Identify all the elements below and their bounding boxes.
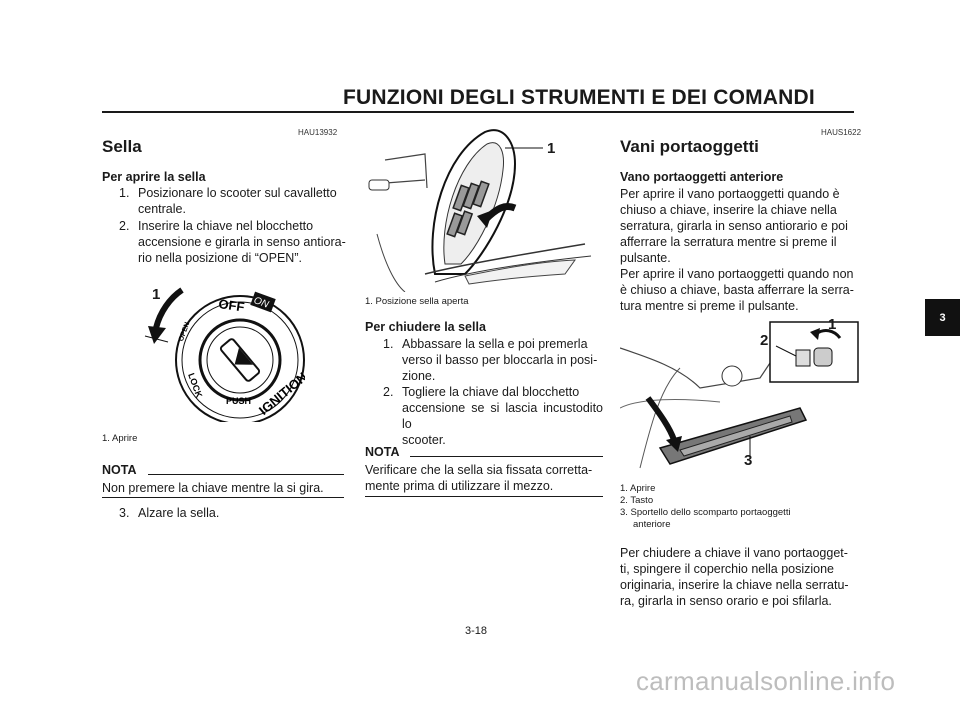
rotation-arrow xyxy=(153,287,184,329)
switch-label-off: OFF xyxy=(218,296,246,314)
caption-item: anteriore xyxy=(633,519,671,530)
header-rule xyxy=(102,111,854,113)
step-line: Inserire la chiave nel blocchetto xyxy=(138,219,314,233)
paragraph-line: Per aprire il vano portaoggetti quando è xyxy=(620,187,840,201)
paragraph-line: tura mentre si preme il pulsante. xyxy=(620,299,799,313)
step-line: accensione e girarla in senso antiora- xyxy=(138,235,346,249)
nota-line: Verificare che la sella sia fissata corr… xyxy=(365,463,593,477)
nota-rule xyxy=(410,456,603,457)
step-number: 1. xyxy=(383,337,394,351)
paragraph-line: è chiuso a chiave, basta afferrare la se… xyxy=(620,283,854,297)
nota-end-rule xyxy=(102,497,344,498)
page-header-title: FUNZIONI DEGLI STRUMENTI E DEI COMANDI xyxy=(343,86,815,109)
step-line: Alzare la sella. xyxy=(138,506,220,520)
step-line: scooter. xyxy=(402,433,446,447)
figure-caption-list: 1. Aprire 2. Tasto 3. Sportello dello sc… xyxy=(620,483,858,531)
figure-callout-3: 3 xyxy=(744,452,753,469)
callout-leader xyxy=(144,335,169,343)
open-seat-figure: 1 xyxy=(365,124,595,293)
step-number: 2. xyxy=(383,385,394,399)
subhead-front-compartment: Vano portaoggetti anteriore xyxy=(620,170,784,184)
compartment-figure: 1 2 3 xyxy=(619,316,860,478)
ignition-switch-figure: OFF ON IGNITION LOCK OPEN PUSH 1 xyxy=(140,272,310,425)
switch-label-on: ON xyxy=(252,295,271,311)
open-arrow-head xyxy=(666,436,682,452)
step-number: 2. xyxy=(119,219,130,233)
figure-callout-2: 2 xyxy=(760,332,769,349)
chapter-tab: 3 xyxy=(925,299,960,336)
step-line: rio nella posizione di “OPEN”. xyxy=(138,251,302,265)
lock-button xyxy=(795,349,811,367)
lock-cylinder xyxy=(813,347,833,367)
step-line: Posizionare lo scooter sul cavalletto xyxy=(138,186,337,200)
caption-item: 3. Sportello dello scomparto portaoggett… xyxy=(620,507,791,518)
section-title-vani: Vani portaoggetti xyxy=(620,137,759,156)
paragraph-line: serratura, girarla in senso antiorario e… xyxy=(620,219,848,233)
step-line: Abbassare la sella e poi premerla xyxy=(402,337,588,351)
figure-callout-1: 1 xyxy=(828,316,837,333)
ignition-switch-illustration: OFF ON IGNITION LOCK OPEN PUSH xyxy=(144,287,310,425)
nota-label: NOTA xyxy=(365,445,400,459)
nota-line: mente prima di utilizzare il mezzo. xyxy=(365,479,554,493)
paragraph-line: Per aprire il vano portaoggetti quando n… xyxy=(620,267,854,281)
step-line: accensione se si lascia incustodito lo xyxy=(402,401,603,431)
nota-text: Non premere la chiave mentre la si gira. xyxy=(102,481,324,495)
seat-underside xyxy=(446,180,490,238)
step-open-2: 2. Inserire la chiave nel blocchetto acc… xyxy=(119,218,347,268)
paragraph-line: chiuso a chiave, inserire la chiave nell… xyxy=(620,203,837,217)
watermark: carmanualsonline.info xyxy=(636,666,896,696)
section-code: HAUS1622 xyxy=(821,128,862,137)
step-open-3: 3. Alzare la sella. xyxy=(119,505,347,523)
figure-callout-1: 1 xyxy=(547,140,556,157)
paragraph-line: Per chiudere a chiave il vano portaogget… xyxy=(620,546,848,560)
step-close-1: 1. Abbassare la sella e poi premerla ver… xyxy=(383,336,603,386)
page-number: 3-18 xyxy=(465,625,488,637)
step-number: 3. xyxy=(119,506,130,520)
paragraph-line: ti, spingere il coperchio nella posizion… xyxy=(620,562,835,576)
lift-arrow-head xyxy=(477,210,493,228)
nota-end-rule xyxy=(365,496,603,497)
figure-caption: 1. Aprire xyxy=(102,433,138,444)
switch-label-push: PUSH xyxy=(226,396,251,406)
open-arrow xyxy=(645,396,677,442)
section-title-sella: Sella xyxy=(102,137,142,156)
step-close-2: 2. Togliere la chiave dal blocchetto acc… xyxy=(383,384,603,447)
paragraph-close-lock: Per chiudere a chiave il vano portaogget… xyxy=(620,545,858,609)
step-line: Togliere la chiave dal blocchetto xyxy=(402,385,580,399)
paragraph-line: afferrare la serratura mentre si preme i… xyxy=(620,235,837,249)
paragraph-line: pulsante. xyxy=(620,251,671,265)
subhead-close-seat: Per chiudere la sella xyxy=(365,320,486,334)
paragraph-open-unlocked: Per aprire il vano portaoggetti quando n… xyxy=(620,266,858,314)
step-line: zione. xyxy=(402,369,436,383)
section-code: HAU13932 xyxy=(298,128,338,137)
open-seat-illustration xyxy=(368,129,592,293)
caption-item: 1. Aprire xyxy=(620,483,656,494)
paragraph-line: originaria, inserire la chiave nella ser… xyxy=(620,578,849,592)
paragraph-open-locked: Per aprire il vano portaoggetti quando è… xyxy=(620,186,858,266)
step-line: verso il basso per bloccarla in posi- xyxy=(402,353,598,367)
rotation-arrow-head xyxy=(148,326,166,344)
step-number: 1. xyxy=(119,186,130,200)
figure-caption: 1. Posizione sella aperta xyxy=(365,296,469,307)
figure-callout-1: 1 xyxy=(152,286,161,303)
key-slot xyxy=(219,338,261,382)
caption-item: 2. Tasto xyxy=(620,495,654,506)
nota-rule xyxy=(148,474,344,475)
step-open-1: 1. Posizionare lo scooter sul cavalletto… xyxy=(119,185,347,219)
subhead-open-seat: Per aprire la sella xyxy=(102,170,206,184)
paragraph-line: ra, girarla in senso orario e poi sfilar… xyxy=(620,594,832,608)
nota-text: Verificare che la sella sia fissata corr… xyxy=(365,462,603,494)
compartment-illustration xyxy=(619,321,859,469)
nota-label: NOTA xyxy=(102,463,137,477)
step-line: centrale. xyxy=(138,202,186,216)
